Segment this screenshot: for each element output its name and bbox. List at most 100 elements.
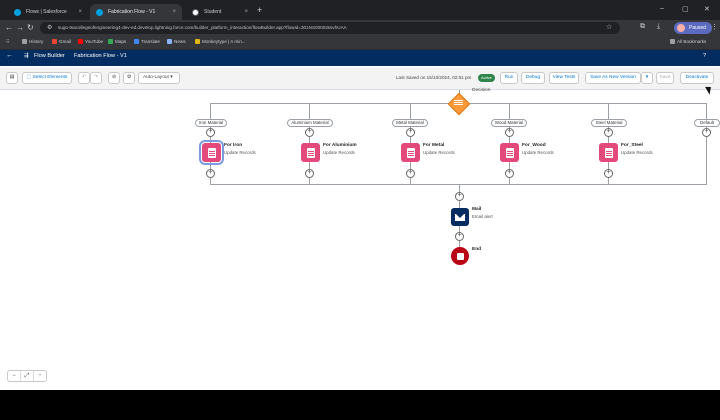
all-bookmarks[interactable]: All Bookmarks xyxy=(670,39,706,44)
update-records-icon xyxy=(207,147,216,158)
save-button[interactable]: Save xyxy=(656,72,674,84)
email-alert-node[interactable] xyxy=(451,208,469,226)
close-window-icon[interactable]: ✕ xyxy=(704,6,710,13)
node-title: For_Steel xyxy=(621,143,643,148)
add-element-button[interactable]: + xyxy=(604,128,613,137)
browser-tab-flows[interactable]: Flows | Salesforce × xyxy=(8,4,88,20)
app-name: Flow Builder xyxy=(34,53,65,59)
update-records-node-metal[interactable] xyxy=(401,143,420,162)
close-tab-icon[interactable]: × xyxy=(172,9,176,15)
bookmark-news[interactable]: News xyxy=(167,39,186,44)
apps-icon[interactable]: ⠿ xyxy=(6,39,10,44)
downloads-icon[interactable]: ⤓ xyxy=(657,23,661,30)
profile-button[interactable]: Paused xyxy=(674,22,712,34)
flow-title: Fabrication Flow - V1 xyxy=(74,53,127,59)
node-type: Update Records xyxy=(224,150,256,155)
add-element-button[interactable]: + xyxy=(455,232,464,241)
update-records-node-steel[interactable] xyxy=(599,143,618,162)
help-icon[interactable]: ? xyxy=(703,53,707,59)
redo-button[interactable]: ↷ xyxy=(90,72,102,84)
add-element-button[interactable]: + xyxy=(406,169,415,178)
add-element-button[interactable]: + xyxy=(206,128,215,137)
add-element-button[interactable]: + xyxy=(305,128,314,137)
chevron-down-icon: ▾ xyxy=(170,75,173,80)
maps-icon xyxy=(108,39,113,44)
outcome-default: Default xyxy=(694,119,720,127)
run-button[interactable]: Run xyxy=(500,72,518,84)
bookmark-star-icon[interactable]: ☆ xyxy=(606,24,613,31)
add-element-button[interactable]: + xyxy=(505,128,514,137)
add-element-button[interactable]: + xyxy=(702,128,711,137)
layout-select[interactable]: Auto-Layout ▾ xyxy=(138,72,180,84)
view-tests-button[interactable]: View Tests xyxy=(549,72,579,84)
browser-tab-fabrication-flow[interactable]: Fabrication Flow - V1 × xyxy=(90,4,182,20)
add-element-button[interactable]: + xyxy=(505,169,514,178)
tab-label: Student xyxy=(204,9,222,15)
bookmark-translate[interactable]: Translate xyxy=(134,39,160,44)
node-type: Update Records xyxy=(522,150,554,155)
update-records-node-aluminium[interactable] xyxy=(301,143,320,162)
outcome-metal-material: Metal Material xyxy=(392,119,428,127)
toggle-panel-button[interactable]: ▤ xyxy=(6,72,18,84)
save-as-new-version-button[interactable]: Save As New Version xyxy=(585,72,641,84)
node-type: Update Records xyxy=(323,150,355,155)
update-records-node-iron[interactable] xyxy=(199,140,224,165)
select-elements-button[interactable]: ⬚ Select Elements xyxy=(22,72,72,84)
bookmark-history[interactable]: History xyxy=(22,39,43,44)
profile-label: Paused xyxy=(689,25,706,31)
bookmark-label: News xyxy=(174,39,186,44)
outcome-steel-material: Steel Material xyxy=(591,119,627,127)
node-title: For Aluminium xyxy=(323,143,357,148)
back-icon[interactable]: ← xyxy=(5,23,13,32)
delete-button[interactable]: ⊘ xyxy=(108,72,120,84)
flow-toolbar: ▤ ⬚ Select Elements ↶ ↷ ⊘ ⚙ Auto-Layout … xyxy=(0,67,720,90)
back-arrow-icon[interactable]: ← xyxy=(6,52,13,59)
end-node xyxy=(451,247,469,265)
deactivate-button[interactable]: Deactivate xyxy=(680,72,714,84)
save-options-menu[interactable]: ▾ xyxy=(641,72,653,84)
maximize-icon[interactable]: ▢ xyxy=(682,6,689,13)
add-element-button[interactable]: + xyxy=(604,169,613,178)
menu-icon[interactable]: ⋮ xyxy=(711,24,718,31)
history-icon xyxy=(22,39,27,44)
add-element-button[interactable]: + xyxy=(305,169,314,178)
bookmark-label: Maps xyxy=(115,39,127,44)
new-tab-button[interactable]: + xyxy=(257,5,263,15)
undo-button[interactable]: ↶ xyxy=(78,72,90,84)
salesforce-icon xyxy=(14,8,21,16)
last-saved-text: Last Saved on 15/10/2024, 02:51 pm xyxy=(396,75,472,80)
flow-canvas[interactable] xyxy=(0,90,720,390)
bookmarks-bar: ⠿ History Gmail YouTube Maps Translate N… xyxy=(0,36,720,50)
settings-button[interactable]: ⚙ xyxy=(123,72,135,84)
zoom-in-button[interactable]: + xyxy=(38,373,42,379)
tab-label: Flows | Salesforce xyxy=(26,9,67,15)
reload-icon[interactable]: ↻ xyxy=(27,23,34,32)
extensions-icon[interactable]: ⧉ xyxy=(640,23,645,30)
bookmark-maps[interactable]: Maps xyxy=(108,39,126,44)
site-info-icon[interactable]: ⚙ xyxy=(47,25,53,31)
debug-button[interactable]: Debug xyxy=(521,72,545,84)
bookmark-monkeytype[interactable]: Monkeytype | A min... xyxy=(195,39,246,44)
add-element-button[interactable]: + xyxy=(206,169,215,178)
add-element-button[interactable]: + xyxy=(406,128,415,137)
bookmark-label: All Bookmarks xyxy=(677,39,707,44)
forward-icon[interactable]: → xyxy=(16,23,24,32)
zoom-controls: − ⤢ + xyxy=(7,370,47,382)
zoom-out-button[interactable]: − xyxy=(8,371,21,381)
bookmark-youtube[interactable]: YouTube xyxy=(78,39,103,44)
close-tab-icon[interactable]: × xyxy=(244,9,248,15)
outcome-iron-material: Iron Material xyxy=(195,119,227,127)
youtube-icon xyxy=(78,39,83,44)
minimize-icon[interactable]: – xyxy=(660,5,664,12)
fit-view-button[interactable]: ⤢ xyxy=(21,371,34,381)
avatar xyxy=(677,24,685,32)
close-tab-icon[interactable]: × xyxy=(78,9,82,15)
bookmark-gmail[interactable]: Gmail xyxy=(52,39,71,44)
status-badge: Active xyxy=(478,74,495,82)
update-records-node-wood[interactable] xyxy=(500,143,519,162)
browser-tab-student[interactable]: Student × xyxy=(186,4,254,20)
url-field[interactable]: ⚙ sugo-tsacollegeofengineering4-dev-ed.d… xyxy=(40,22,620,34)
add-element-button[interactable]: + xyxy=(455,192,464,201)
update-records-icon xyxy=(406,147,415,158)
bookmark-label: Translate xyxy=(141,39,160,44)
